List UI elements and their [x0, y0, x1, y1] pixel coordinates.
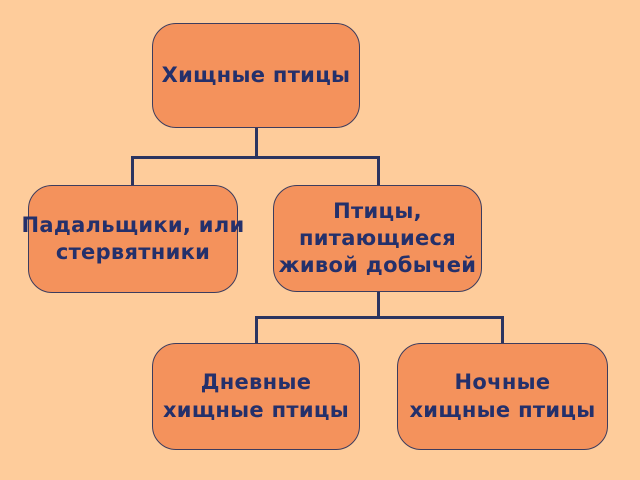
node-nocturnal-label-line2: хищные птицы [409, 397, 596, 422]
node-birds-of-prey-label: Хищные птицы [161, 62, 351, 87]
connector-scavengers-drop [131, 156, 134, 187]
connector-level1-bar [131, 156, 380, 159]
node-live-prey-label-line3: живой добычей [278, 253, 477, 278]
node-diurnal-label-line1: Дневные [200, 370, 312, 395]
node-birds-of-prey: Хищные птицы [152, 23, 360, 128]
connector-root-stem [255, 128, 258, 159]
node-live-prey-label-line1: Птицы, [333, 198, 422, 223]
connector-nocturnal-drop [501, 316, 504, 345]
node-scavengers-label-line1: Падальщики, или [21, 212, 245, 237]
connector-live-prey-drop [377, 156, 380, 187]
connector-level2-bar [255, 316, 504, 319]
node-diurnal-label-line2: хищные птицы [162, 397, 350, 422]
node-live-prey-feeders: Птицы, питающиеся живой добычей [273, 185, 482, 292]
node-nocturnal-label-line1: Ночные [454, 370, 551, 395]
connector-live-prey-stem [377, 292, 380, 319]
node-scavengers: Падальщики, или стервятники [21, 185, 244, 293]
node-live-prey-label-line2: питающиеся [298, 225, 457, 250]
node-diurnal-raptors: Дневные хищные птицы [152, 343, 360, 450]
node-scavengers-label-line2: стервятники [55, 240, 211, 264]
node-nocturnal-raptors: Ночные хищные птицы [397, 343, 608, 450]
connector-diurnal-drop [255, 316, 258, 345]
